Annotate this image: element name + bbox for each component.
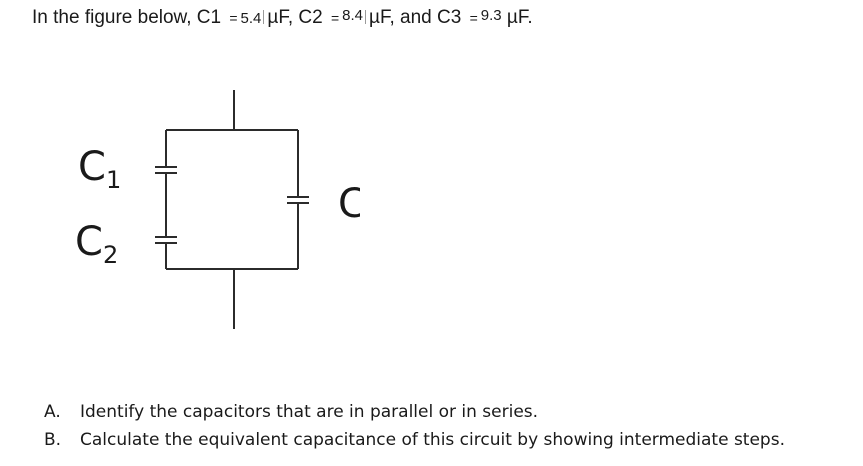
c1-subscript: 1 — [106, 166, 121, 194]
c1-label: C1 — [78, 144, 121, 194]
c3-value: 9.3 — [480, 7, 502, 24]
c1-value: 5.4 — [240, 10, 262, 27]
c3-label: C3 — [338, 181, 360, 231]
equals-sign-c3: = — [469, 10, 478, 26]
input-cursor-c1 — [263, 10, 265, 24]
c2-unit: µF, and C3 — [369, 7, 462, 28]
task-item-b: B. Calculate the equivalent capacitance … — [44, 426, 785, 454]
c2-subscript: 2 — [103, 241, 118, 269]
c3-unit: µF. — [506, 7, 533, 28]
task-text-a: Identify the capacitors that are in para… — [80, 402, 539, 422]
task-list: A. Identify the capacitors that are in p… — [44, 398, 785, 454]
c2-value: 8.4 — [342, 7, 364, 24]
task-marker-a: A. — [44, 402, 61, 422]
question-prefix: In the figure below, C1 — [32, 7, 222, 28]
task-text-b: Calculate the equivalent capacitance of … — [80, 430, 785, 450]
task-marker-b: B. — [44, 430, 62, 450]
capacitor-circuit-diagram: C1 C2 C3 — [75, 90, 360, 329]
equals-sign-c2: = — [330, 10, 340, 26]
equals-sign-c1: = — [229, 10, 238, 26]
c2-label: C2 — [75, 219, 118, 269]
input-cursor-c2 — [365, 10, 367, 24]
c1-unit: µF, C2 — [267, 7, 323, 28]
task-item-a: A. Identify the capacitors that are in p… — [44, 398, 785, 426]
